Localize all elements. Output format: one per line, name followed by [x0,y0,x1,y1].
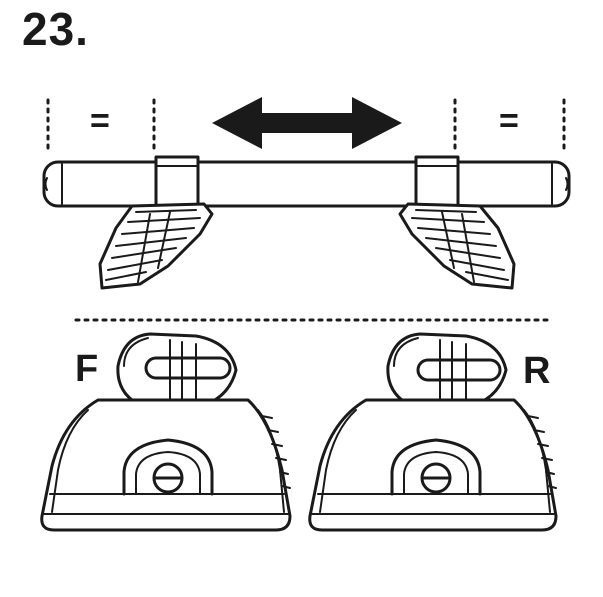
right-bar-clamp [414,155,460,211]
front-label: F [75,348,99,390]
rear-label: R [523,350,551,392]
double-arrow-icon [212,97,402,149]
right-foot-side-view [398,202,516,290]
rear-foot-front-view [308,332,558,532]
step-number: 23. [22,3,89,55]
spacing-guide-lines [46,98,566,152]
left-foot-side-view [98,202,214,290]
equal-spacing-left: = [90,102,110,140]
roof-bar [42,160,571,208]
front-foot-front-view [40,332,292,532]
equal-spacing-right: = [499,102,519,140]
left-bar-clamp [154,155,200,211]
